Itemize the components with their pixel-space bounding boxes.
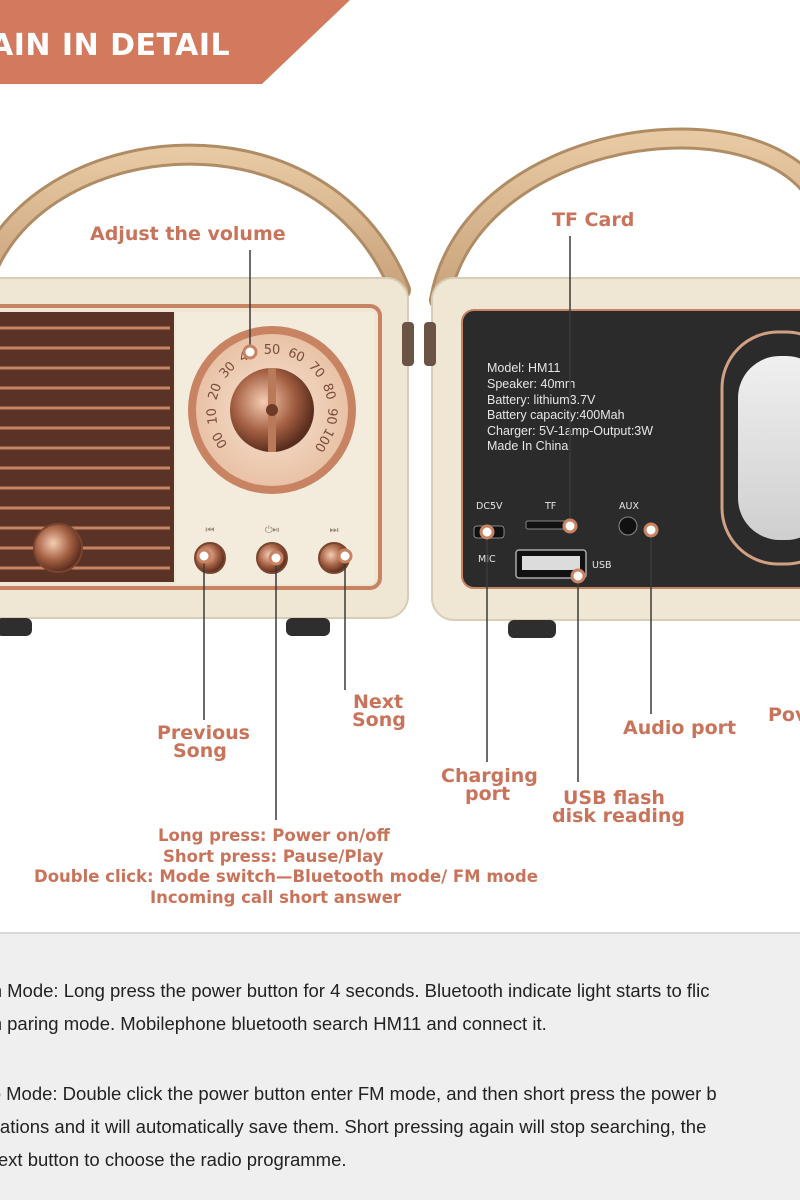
label-audio-port: Audio port	[623, 717, 737, 739]
banner-title: AIN IN DETAIL	[0, 28, 231, 63]
spec-capacity: Battery capacity:400Mah	[487, 408, 625, 422]
power-desc-line3: Double click: Mode switch—Bluetooth mode…	[34, 867, 538, 886]
bluetooth-mode-line1: ooth Mode: Long press the power button f…	[0, 980, 710, 1001]
label-usb-flash-line1: USB flash	[563, 787, 665, 809]
power-desc-line2: Short press: Pause/Play	[163, 847, 384, 866]
next-symbol: ⏭	[330, 525, 339, 536]
power-play-symbol: ⏻⏯	[265, 525, 280, 536]
port-label-tf: TF	[544, 501, 556, 512]
port-label-aux: AUX	[619, 501, 639, 512]
label-charging-port-line2: port	[465, 783, 511, 805]
dial-number: 00	[210, 429, 231, 451]
label-usb-flash-line2: disk reading	[552, 805, 685, 827]
dial-number: 50	[264, 343, 281, 358]
dial-number: 20	[206, 381, 225, 401]
label-power-partial: Pov	[768, 704, 800, 726]
dial-number: 60	[286, 345, 307, 365]
label-previous-song-line1: Previous	[157, 722, 250, 744]
port-label-dc5v: DC5V	[476, 501, 503, 512]
spec-battery: Battery: lithium3.7V	[487, 393, 596, 407]
previous-symbol: ⏮	[206, 525, 215, 536]
dial-number: 80	[319, 381, 338, 401]
label-adjust-volume: Adjust the volume	[90, 223, 286, 245]
label-next-song-line2: Song	[352, 709, 406, 731]
product-diagram: 00102030405060708090100 ⏮ ⏻⏯ ⏭ Model: HM…	[0, 127, 800, 820]
port-label-usb: USB	[592, 560, 612, 571]
label-charging-port-line1: Charging	[441, 765, 538, 787]
back-panel	[461, 309, 800, 589]
grille-knob	[33, 523, 83, 573]
dial-number: 10	[204, 407, 221, 425]
spec-made: Made In China	[487, 439, 568, 453]
power-desc-line4: Incoming call short answer	[150, 888, 402, 907]
bluetooth-mode-line2: ooth paring mode. Mobilephone bluetooth …	[0, 1013, 547, 1034]
tf-slot	[525, 520, 567, 530]
label-previous-song-line2: Song	[173, 740, 227, 762]
radio-mode-line2: io stations and it will automatically sa…	[0, 1116, 707, 1137]
radio-mode-line1: adio Mode: Double click the power button…	[0, 1083, 717, 1104]
label-tf-card: TF Card	[552, 209, 635, 231]
spec-model: Model: HM11	[487, 361, 560, 375]
instructions-section: ooth Mode: Long press the power button f…	[0, 932, 800, 1200]
aux-jack	[618, 516, 638, 536]
power-desc-line1: Long press: Power on/off	[158, 826, 390, 845]
radio-mode-line3: or next button to choose the radio progr…	[0, 1149, 347, 1170]
label-next-song-line1: Next	[353, 691, 404, 713]
dial-number: 90	[323, 407, 340, 425]
spec-speaker: Speaker: 40mm	[487, 377, 575, 391]
